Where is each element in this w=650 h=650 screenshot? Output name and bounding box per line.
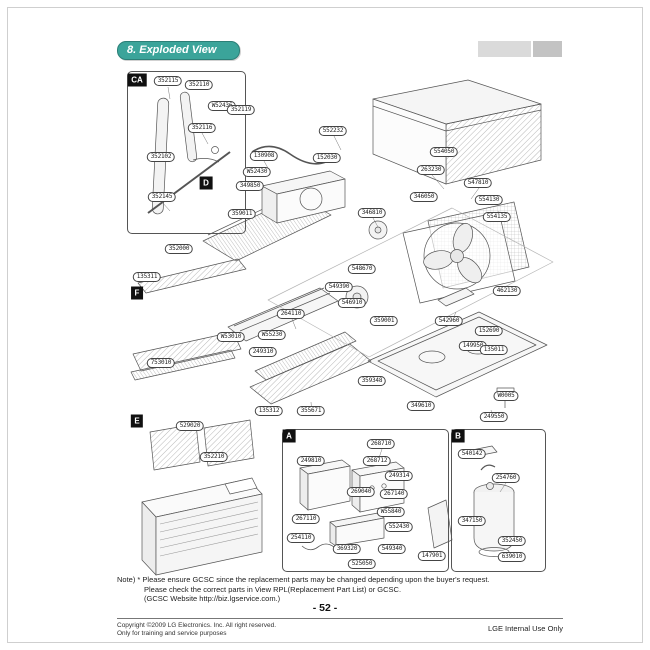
section-boundary-A (282, 429, 449, 572)
header-decoration-bar-1 (478, 41, 531, 57)
fan-assembly (402, 211, 516, 304)
part-number-label: 254760 (491, 473, 521, 483)
part-number-label: 542960 (434, 316, 464, 326)
part-number-label: 639010 (497, 552, 527, 562)
part-number-label: 352119 (226, 105, 256, 115)
part-number-label: 546910 (337, 298, 367, 308)
part-number-label: 549340 (377, 544, 407, 554)
part-number-label: 267140 (379, 489, 409, 499)
part-number-label: 135311 (132, 272, 162, 282)
lower-vent-coil (249, 331, 372, 405)
part-number-label: 352116 (187, 123, 217, 133)
section-label-B: B (451, 429, 465, 443)
part-number-label: 152030 (312, 153, 342, 163)
section-label-A: A (282, 429, 296, 443)
part-number-label: 552430 (384, 522, 414, 532)
section-label-D: D (199, 176, 213, 190)
section-title-badge: 8. Exploded View (117, 41, 240, 60)
part-number-label: W53010 (216, 332, 246, 342)
part-number-label: 263230 (416, 165, 446, 175)
footer-copyright-line-1: Copyright ©2009 LG Electronics. Inc. All… (117, 622, 277, 629)
blower-housing (261, 170, 346, 224)
note-line-3: (GCSC Website http://biz.lgservice.com.) (144, 594, 281, 603)
part-number-label: 352145 (147, 192, 177, 202)
part-number-label: 352450 (497, 536, 527, 546)
part-number-label: 369320 (332, 544, 362, 554)
filter-panels-e (149, 419, 255, 471)
part-number-label: 254110 (286, 533, 316, 543)
note-line-1: Note) * Please ensure GCSC since the rep… (117, 575, 490, 584)
part-number-label: W52430 (242, 167, 272, 177)
part-number-label: 352210 (199, 452, 229, 462)
part-number-label: 359001 (369, 316, 399, 326)
front-cover-e (141, 477, 263, 576)
part-number-label: 552232 (318, 126, 348, 136)
refrigerant-pipe (251, 145, 327, 165)
chassis-outline (267, 207, 554, 358)
part-number-label: 268710 (366, 439, 396, 449)
note-text: Note) * Please ensure GCSC since the rep… (117, 575, 569, 604)
part-number-label: 548670 (347, 264, 377, 274)
part-number-label: 267110 (291, 514, 321, 524)
section-label-E: E (130, 414, 144, 428)
part-number-label: 547810 (463, 178, 493, 188)
header-decoration-bar-2 (533, 41, 562, 57)
section-label-CA: CA (127, 73, 147, 87)
part-number-label: 359348 (357, 376, 387, 386)
part-number-label: 152690 (474, 326, 504, 336)
part-number-label: 462130 (492, 286, 522, 296)
part-number-label: W0005 (493, 391, 519, 401)
part-number-label: 268712 (362, 456, 392, 466)
part-number-label: 352110 (184, 80, 214, 90)
part-number-label: 130908 (249, 151, 279, 161)
part-number-label: 554130 (474, 195, 504, 205)
footer-divider (117, 618, 563, 619)
part-number-label: 549390 (324, 282, 354, 292)
part-number-label: 346810 (357, 208, 387, 218)
part-number-label: 249550 (479, 412, 509, 422)
page-title: 8. Exploded View (127, 44, 217, 56)
part-number-label: 554135 (482, 212, 512, 222)
part-number-label: W55230 (257, 330, 287, 340)
part-number-label: 249310 (248, 347, 278, 357)
part-number-label: 349850 (235, 181, 265, 191)
footer-copyright: Copyright ©2009 LG Electronics. Inc. All… (117, 622, 276, 638)
part-number-label: 529020 (175, 421, 205, 431)
part-number-label: 352115 (153, 76, 183, 86)
footer-internal-use: LGE Internal Use Only (487, 624, 563, 633)
part-number-label: 359011 (227, 209, 257, 219)
section-boundary-CA (127, 71, 246, 234)
note-line-2: Please check the correct parts in View R… (144, 584, 402, 594)
part-number-label: 135312 (254, 406, 284, 416)
part-number-label: W55840 (376, 507, 406, 517)
part-number-label: 347150 (457, 516, 487, 526)
part-number-label: 554050 (429, 147, 459, 157)
air-filter-panel (137, 258, 247, 294)
part-number-label: 753010 (146, 358, 176, 368)
section-label-F: F (131, 286, 143, 300)
part-number-label: 346050 (409, 192, 439, 202)
part-number-label: 352102 (146, 152, 176, 162)
part-number-label: 269040 (346, 487, 376, 497)
part-number-label: 355671 (296, 406, 326, 416)
part-number-label: 540142 (457, 449, 487, 459)
footer-copyright-line-2: Only for training and service purposes (117, 630, 227, 637)
part-number-label: 249810 (296, 456, 326, 466)
part-number-label: 249314 (384, 471, 414, 481)
part-number-label: 352000 (164, 244, 194, 254)
part-number-label: 135011 (479, 345, 509, 355)
section-boundary-B (451, 429, 546, 572)
page-number: - 52 - (312, 602, 338, 614)
part-number-label: 264110 (276, 309, 306, 319)
part-number-label: 349610 (406, 401, 436, 411)
cabinet-shell (372, 79, 542, 185)
part-number-label: 525050 (347, 559, 377, 569)
part-number-label: 147901 (417, 551, 447, 561)
